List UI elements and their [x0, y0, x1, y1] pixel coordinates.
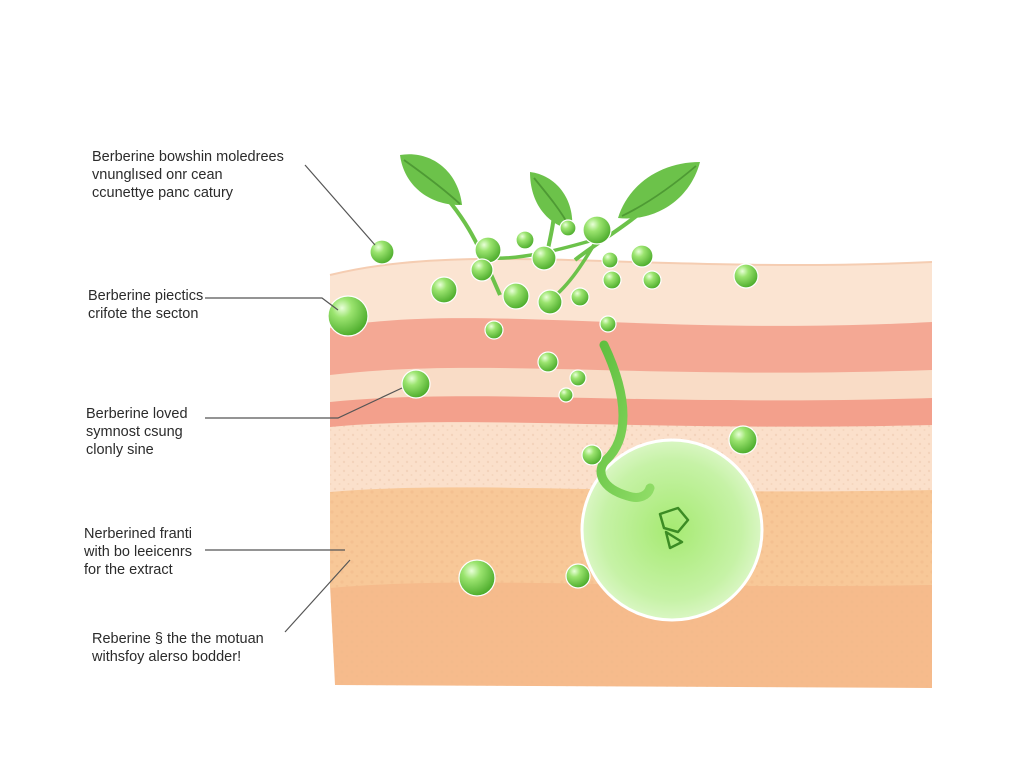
molecule-bubble-icon: [560, 220, 576, 236]
annotation-4: Nerberined franti with bo leeicenrs for …: [84, 525, 192, 579]
molecule-bubble-icon: [600, 316, 616, 332]
molecule-bubble-icon: [485, 321, 503, 339]
molecule-bubble-icon: [643, 271, 661, 289]
molecule-bubble-icon: [328, 296, 368, 336]
molecule-bubble-icon: [459, 560, 495, 596]
molecule-bubble-icon: [571, 288, 589, 306]
molecule-bubble-icon: [583, 216, 611, 244]
molecule-bubble-icon: [503, 283, 529, 309]
molecule-bubble-icon: [582, 445, 602, 465]
molecule-bubble-icon: [532, 246, 556, 270]
annotation-2-line-1: Berberine piectics: [88, 287, 203, 305]
molecule-bubble-icon: [471, 259, 493, 281]
annotation-1-line-1: Berberine bowshin moledrees: [92, 148, 284, 166]
annotation-3: Berberine loved symnost csung clonly sin…: [86, 405, 188, 459]
annotation-5-line-2: withsfoy alerso bodder!: [92, 648, 264, 666]
annotation-3-line-3: clonly sine: [86, 441, 188, 459]
annotation-5: Reberine § the the motuan withsfoy alers…: [92, 630, 264, 666]
molecule-bubble-icon: [402, 370, 430, 398]
molecule-bubble-icon: [734, 264, 758, 288]
annotation-4-line-1: Nerberined franti: [84, 525, 192, 543]
leader-line-2: [205, 298, 338, 310]
skin-layer-top: [330, 259, 932, 328]
leader-line-1: [305, 165, 375, 245]
molecule-bubble-icon: [431, 277, 457, 303]
annotation-1-line-2: vnunglısed onr cean: [92, 166, 284, 184]
molecule-bubble-icon: [559, 388, 573, 402]
molecule-bubble-icon: [538, 290, 562, 314]
annotation-3-line-2: symnost csung: [86, 423, 188, 441]
annotation-1-line-3: ccunettye panc catury: [92, 184, 284, 202]
molecule-bubble-icon: [516, 231, 534, 249]
molecule-bubble-icon: [603, 271, 621, 289]
molecule-bubble-icon: [538, 352, 558, 372]
molecule-bubble-icon: [729, 426, 757, 454]
annotation-1: Berberine bowshin moledrees vnunglısed o…: [92, 148, 284, 202]
molecule-bubble-icon: [631, 245, 653, 267]
leaf-icon: [618, 162, 700, 218]
molecule-bubble-icon: [566, 564, 590, 588]
leaf-icon: [400, 154, 462, 205]
annotation-4-line-3: for the extract: [84, 561, 192, 579]
annotation-5-line-1: Reberine § the the motuan: [92, 630, 264, 648]
annotation-2: Berberine piectics crifote the secton: [88, 287, 203, 323]
molecule-bubble-icon: [570, 370, 586, 386]
annotation-2-line-2: crifote the secton: [88, 305, 203, 323]
annotation-4-line-2: with bo leeicenrs: [84, 543, 192, 561]
annotation-3-line-1: Berberine loved: [86, 405, 188, 423]
molecule-bubble-icon: [602, 252, 618, 268]
